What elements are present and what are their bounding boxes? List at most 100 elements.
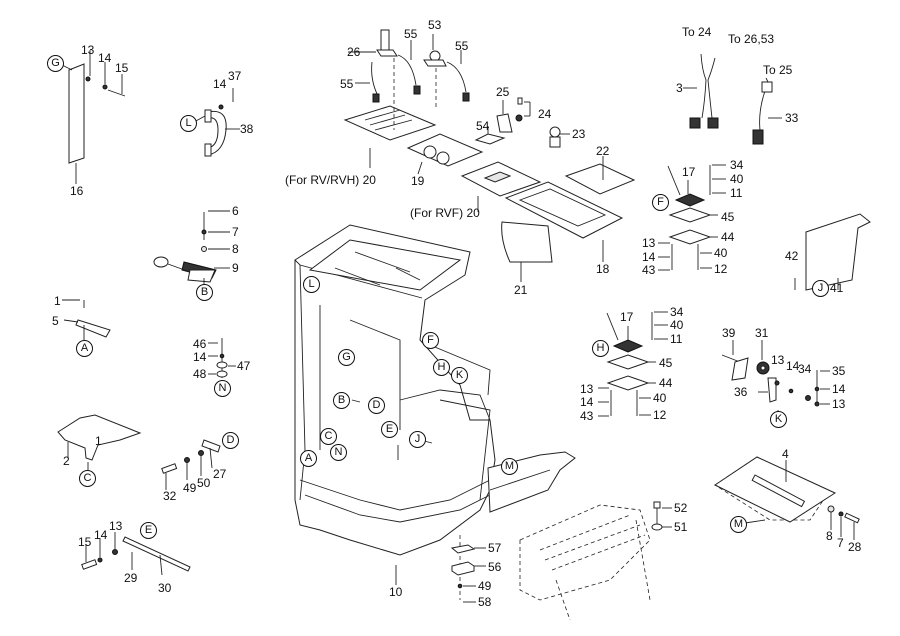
callout-1: 1: [54, 294, 61, 308]
callout-14: 14: [98, 51, 112, 65]
handle-part-38: [193, 88, 240, 157]
callout-41: 41: [830, 281, 844, 295]
plate-part-5: [62, 299, 111, 340]
callout-13: 13: [832, 397, 846, 411]
callout-58: 58: [478, 595, 492, 609]
ref-circle-n-body: N: [330, 444, 347, 461]
cover-part-41: [794, 213, 871, 291]
ref-circle-g-body: G: [338, 349, 355, 366]
callout-43: 43: [642, 263, 656, 277]
callout-56: 56: [488, 560, 502, 574]
joystick-lower-part-17: [598, 311, 668, 417]
callout-9: 9: [232, 261, 239, 275]
callout-8: 8: [232, 242, 239, 256]
callout-35: 35: [832, 364, 846, 378]
callout-17: 17: [682, 165, 696, 179]
callout-34: 34: [730, 158, 744, 172]
callout-11: 11: [670, 332, 683, 346]
callout-55: 55: [340, 77, 354, 91]
callout-5: 5: [52, 314, 59, 328]
callout-44: 44: [659, 376, 673, 390]
ref-circle-f: F: [652, 194, 669, 211]
hardware-46-48: [208, 338, 236, 378]
callout-27: 27: [213, 467, 227, 481]
rail-part-30: [81, 532, 191, 576]
callout-53: 53: [428, 18, 442, 32]
ref-circle-c-body: C: [320, 428, 337, 445]
callout-44: 44: [721, 230, 735, 244]
panel-part-16: [55, 50, 126, 184]
ref-circle-a-body: A: [300, 450, 317, 467]
callout-6: 6: [232, 204, 239, 218]
bracket-part-27: [161, 439, 221, 490]
ref-circle-k: K: [770, 411, 787, 428]
callout-21: 21: [514, 283, 528, 297]
callout-43: 43: [580, 409, 594, 423]
ref-circle-k-body: K: [451, 367, 468, 384]
callout-14: 14: [832, 382, 846, 396]
callout-14: 14: [193, 350, 207, 364]
joystick-upper-part-17: [658, 164, 726, 271]
ref-circle-d: D: [222, 432, 239, 449]
ref-circle-c: C: [79, 470, 96, 487]
callout-13: 13: [771, 353, 785, 367]
callout-36: 36: [734, 385, 748, 399]
floor-plate-part-2: [57, 414, 142, 470]
callout-16: 16: [70, 184, 84, 198]
callout-51: 51: [674, 520, 688, 534]
console-parts: [343, 105, 636, 282]
callout-31: 31: [755, 326, 769, 340]
callout-38: 38: [240, 122, 254, 136]
callout-39: 39: [722, 326, 736, 340]
callout-55: 55: [404, 27, 418, 41]
horn-parts-31-39: [721, 340, 830, 418]
callout-40: 40: [714, 246, 728, 260]
callout-29: 29: [124, 571, 138, 585]
ref-circle-h: H: [592, 340, 609, 357]
label-to-24: To 24: [682, 25, 712, 39]
ref-circle-f-body: F: [422, 332, 439, 349]
callout-13: 13: [580, 382, 594, 396]
callout-10: 10: [389, 585, 403, 599]
callout-55: 55: [455, 39, 469, 53]
callout-14: 14: [94, 528, 108, 542]
callout-12: 12: [653, 408, 667, 422]
callout-57: 57: [488, 541, 502, 555]
callout-8: 8: [826, 529, 833, 543]
callout-18: 18: [596, 262, 610, 276]
callout-34: 34: [670, 305, 684, 319]
callout-11: 11: [730, 186, 743, 200]
callout-33: 33: [785, 111, 799, 125]
ref-circle-d-body: D: [368, 397, 385, 414]
callout-47: 47: [237, 359, 251, 373]
callout-7: 7: [837, 536, 844, 550]
callout-23: 23: [572, 127, 586, 141]
callout-15: 15: [115, 61, 129, 75]
callout-49: 49: [183, 481, 197, 495]
ref-circle-b-body: B: [333, 392, 350, 409]
truck-body-part-10: [294, 224, 496, 585]
shim-stack-56-58: [450, 535, 486, 603]
ref-circle-j-body: J: [409, 431, 426, 448]
callout-48: 48: [193, 367, 207, 381]
callout-20-rvf: (For RVF) 20: [410, 206, 480, 220]
callout-28: 28: [848, 540, 862, 554]
callout-17: 17: [620, 310, 634, 324]
ref-circle-h-body: H: [433, 359, 450, 376]
callout-37: 37: [228, 69, 242, 83]
callout-13: 13: [642, 236, 656, 250]
callout-25: 25: [496, 85, 510, 99]
outrigger-arm: [487, 451, 576, 513]
callout-40: 40: [730, 172, 744, 186]
callout-49: 49: [478, 579, 492, 593]
callout-32: 32: [163, 489, 177, 503]
ref-circle-l-body: L: [303, 276, 320, 293]
callout-40: 40: [670, 318, 684, 332]
callout-42: 42: [785, 249, 799, 263]
switch-parts: [348, 29, 570, 148]
ref-circle-n: N: [214, 380, 231, 397]
ref-circle-b: B: [196, 284, 213, 301]
ref-circle-a: A: [76, 340, 93, 357]
callout-14: 14: [213, 77, 227, 91]
